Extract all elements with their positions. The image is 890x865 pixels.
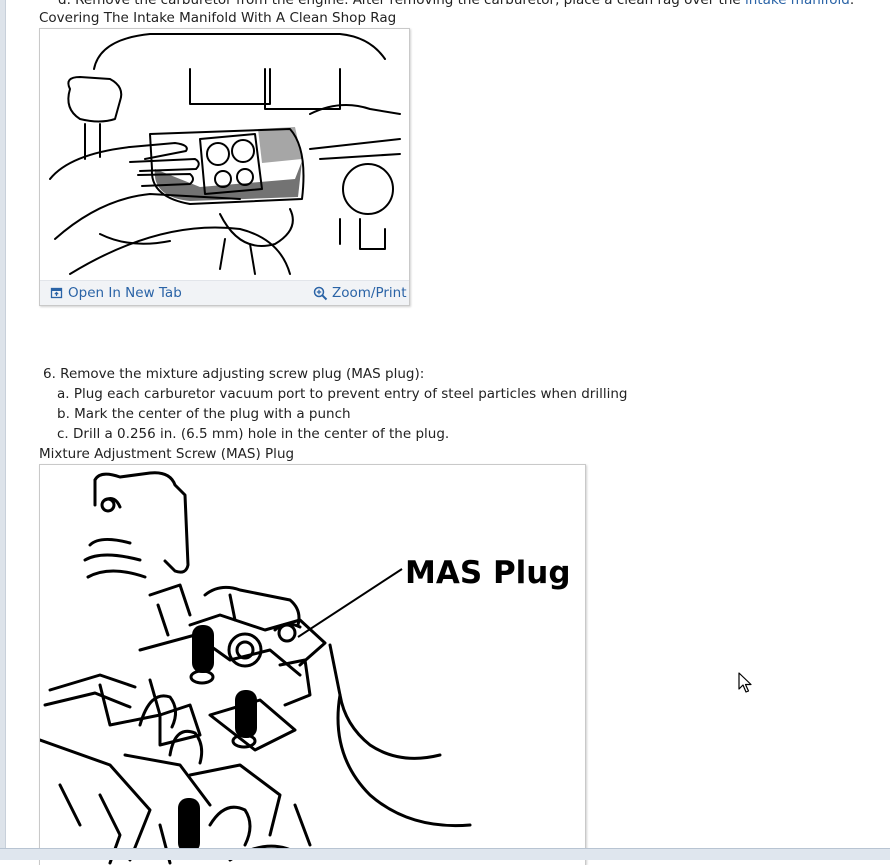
open-in-new-tab-label: Open In New Tab bbox=[68, 285, 182, 301]
figure2-caption: Mixture Adjustment Screw (MAS) Plug bbox=[39, 446, 295, 462]
open-in-new-tab-icon bbox=[50, 287, 63, 299]
mas-plug-callout-label: MAS Plug bbox=[405, 555, 571, 591]
zoom-icon bbox=[313, 286, 328, 300]
open-in-new-tab-button[interactable]: Open In New Tab bbox=[50, 285, 182, 301]
step5-item-d-suffix: . bbox=[849, 0, 855, 8]
window-left-edge bbox=[0, 0, 6, 859]
zoom-print-button[interactable]: Zoom/Print bbox=[313, 285, 407, 301]
step6-item-c: c. Drill a 0.256 in. (6.5 mm) hole in th… bbox=[57, 426, 450, 442]
step5-item-d: d. Remove the carburetor from the engine… bbox=[58, 0, 854, 9]
mouse-pointer-icon bbox=[738, 672, 752, 693]
figure2-container: MAS Plug bbox=[39, 464, 586, 865]
figure1-caption: Covering The Intake Manifold With A Clea… bbox=[39, 10, 397, 26]
step6-item-a: a. Plug each carburetor vacuum port to p… bbox=[57, 386, 628, 402]
figure1-container: Open In New Tab Zoom/Print bbox=[39, 28, 410, 306]
zoom-print-label: Zoom/Print bbox=[332, 285, 407, 301]
figure1-toolbar: Open In New Tab Zoom/Print bbox=[40, 280, 409, 305]
mas-plug-illustration[interactable]: MAS Plug bbox=[40, 465, 585, 865]
window-bottom-edge bbox=[0, 848, 890, 860]
step6-title: 6. Remove the mixture adjusting screw pl… bbox=[43, 366, 425, 382]
carburetor-rag-illustration[interactable] bbox=[40, 29, 409, 281]
step5-item-d-text: d. Remove the carburetor from the engine… bbox=[58, 0, 741, 8]
intake-manifold-link[interactable]: intake manifold bbox=[744, 0, 850, 8]
step6-item-b: b. Mark the center of the plug with a pu… bbox=[57, 406, 351, 422]
